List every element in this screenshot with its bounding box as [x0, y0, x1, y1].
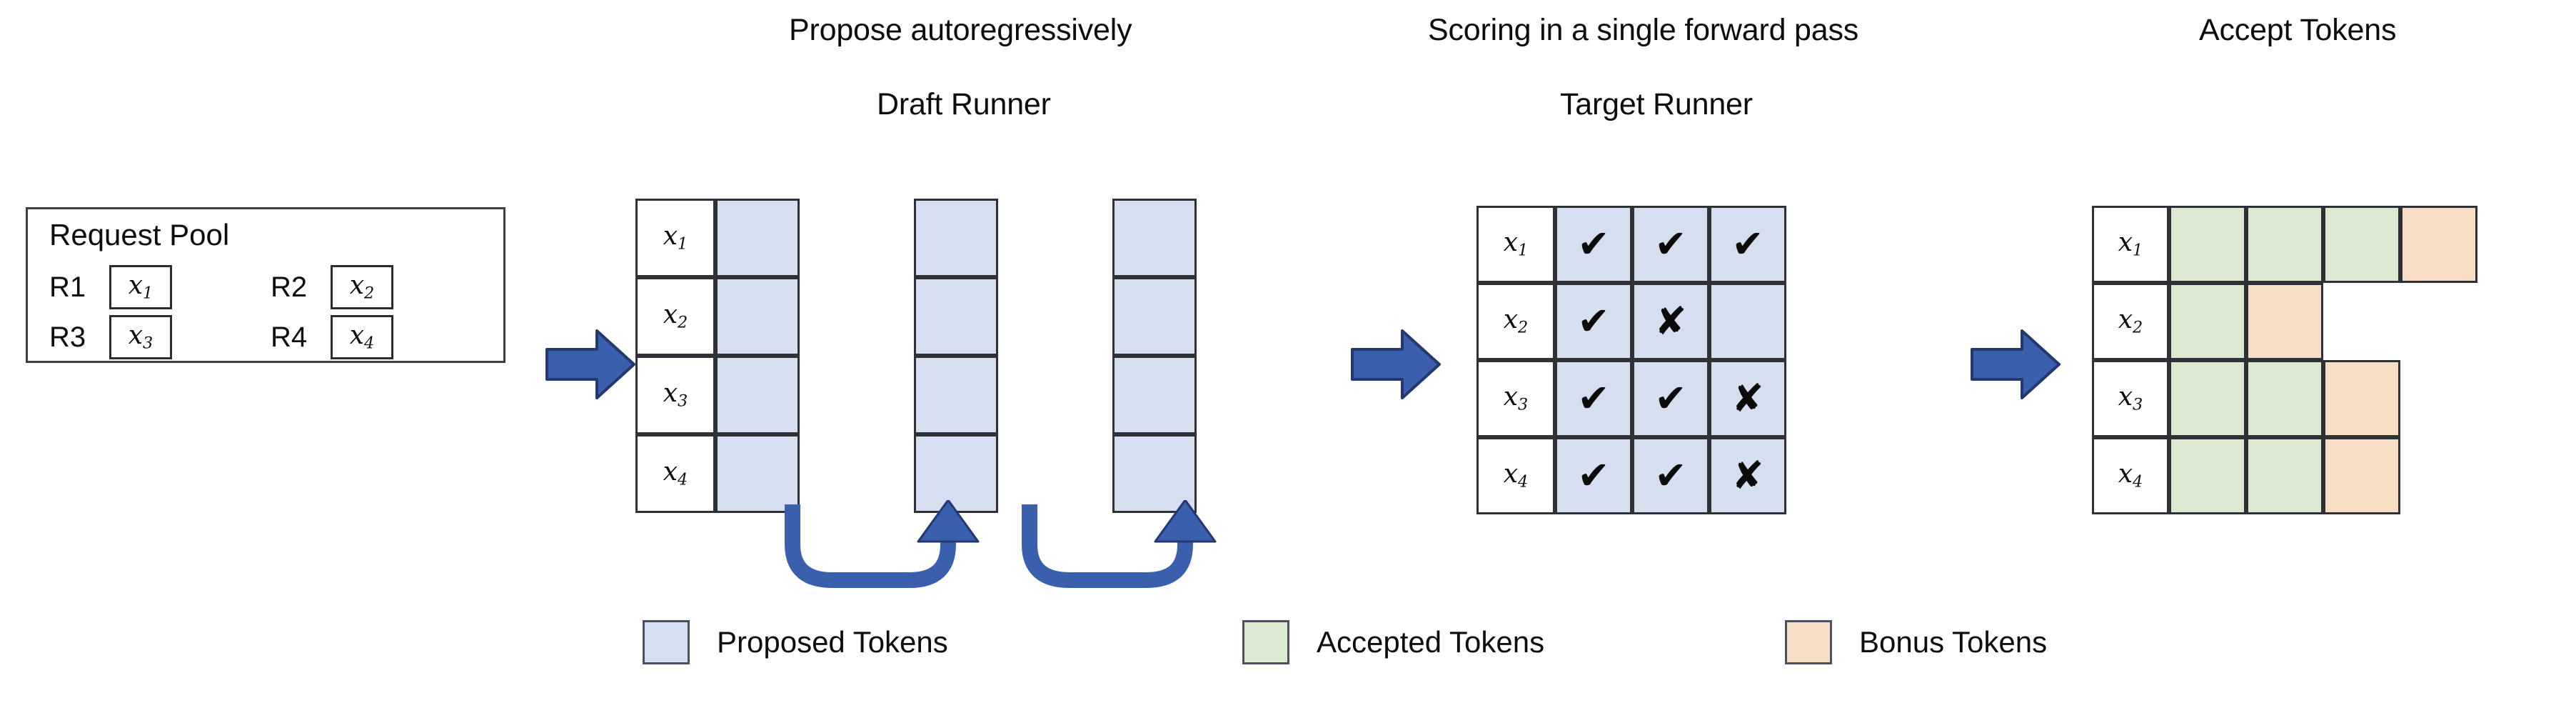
- draft-cell-s3-r1: [1112, 199, 1197, 277]
- target-cell-r4-c1: ✔: [1555, 437, 1632, 514]
- target-cell-r4-c2: ✔: [1632, 437, 1709, 514]
- legend-item-bonus: Bonus Tokens: [1785, 620, 2047, 664]
- draft-cell-s3-r2: [1112, 277, 1197, 356]
- legend-label-proposed: Proposed Tokens: [717, 625, 948, 659]
- check-icon: ✔: [1654, 453, 1687, 498]
- check-icon: ✔: [1577, 299, 1610, 344]
- legend-swatch-proposed: [643, 620, 690, 664]
- autoregressive-loop-arrows: [785, 500, 1217, 588]
- cross-icon: ✘: [1731, 453, 1764, 498]
- check-icon: ✔: [1577, 376, 1610, 421]
- draft-row-label-3: x3: [635, 356, 715, 434]
- draft-cell-s1-r3: [715, 356, 800, 434]
- check-icon: ✔: [1654, 221, 1687, 266]
- request-pool-panel: Request Pool R1 x1 R2 x2 R3 x3 R4 x4: [26, 207, 505, 363]
- target-runner-grid: x1 ✔ ✔ ✔ x2 ✔ ✘ x3 ✔ ✔ ✘ x4 ✔ ✔ ✘: [1476, 206, 1791, 520]
- draft-cell-s2-r4: [914, 434, 998, 513]
- accept-cell-r4-c2: [2246, 437, 2323, 514]
- caption-propose-autoregressively: Propose autoregressively: [789, 13, 1132, 47]
- draft-cell-s3-r4: [1112, 434, 1197, 513]
- request-row-r1: R1 x1: [49, 265, 172, 309]
- accept-row-label-1: x1: [2092, 206, 2169, 283]
- flow-arrow-target-to-accept: [1971, 329, 2061, 399]
- draft-cell-s1-r2: [715, 277, 800, 356]
- accept-cell-r2-c2-bonus: [2246, 283, 2323, 360]
- caption-target-runner: Target Runner: [1560, 87, 1753, 121]
- draft-row-label-2: x2: [635, 277, 715, 356]
- target-cell-r2-c1: ✔: [1555, 283, 1632, 360]
- target-row-label-4: x4: [1476, 437, 1555, 514]
- draft-cell-s1-r4: [715, 434, 800, 513]
- check-icon: ✔: [1577, 221, 1610, 266]
- draft-row-label-1: x1: [635, 199, 715, 277]
- legend-item-accepted: Accepted Tokens: [1242, 620, 1544, 664]
- request-token-r1: x1: [109, 265, 172, 309]
- target-cell-r3-c2: ✔: [1632, 360, 1709, 437]
- accept-row-label-2: x2: [2092, 283, 2169, 360]
- accept-tokens-grid: x1 x2 x3 x4: [2092, 206, 2520, 520]
- accept-cell-r2-c1: [2169, 283, 2246, 360]
- check-icon: ✔: [1731, 221, 1764, 266]
- target-cell-r1-c2: ✔: [1632, 206, 1709, 283]
- target-row-label-1: x1: [1476, 206, 1555, 283]
- caption-draft-runner: Draft Runner: [877, 87, 1051, 121]
- legend-swatch-accepted: [1242, 620, 1289, 664]
- target-cell-r1-c3: ✔: [1709, 206, 1786, 283]
- accept-cell-r1-c1: [2169, 206, 2246, 283]
- draft-cell-s2-r2: [914, 277, 998, 356]
- accept-row-label-4: x4: [2092, 437, 2169, 514]
- draft-row-label-4: x4: [635, 434, 715, 513]
- accept-cell-r3-c2: [2246, 360, 2323, 437]
- draft-cell-s3-r3: [1112, 356, 1197, 434]
- request-pool-title: Request Pool: [49, 218, 230, 251]
- legend: Proposed Tokens Accepted Tokens Bonus To…: [643, 616, 2142, 680]
- accept-cell-r1-c2: [2246, 206, 2323, 283]
- accept-cell-r1-c3: [2323, 206, 2400, 283]
- target-cell-r1-c1: ✔: [1555, 206, 1632, 283]
- request-row-r3: R3 x3: [49, 315, 172, 359]
- legend-swatch-bonus: [1785, 620, 1832, 664]
- draft-cell-s1-r1: [715, 199, 800, 277]
- request-label-r1: R1: [49, 271, 86, 303]
- request-token-r4: x4: [331, 315, 393, 359]
- legend-label-bonus: Bonus Tokens: [1859, 625, 2048, 659]
- accept-cell-r4-c3-bonus: [2323, 437, 2400, 514]
- request-token-r3: x3: [109, 315, 172, 359]
- caption-accept-tokens: Accept Tokens: [2199, 13, 2397, 47]
- legend-label-accepted: Accepted Tokens: [1317, 625, 1545, 659]
- target-cell-r2-c2: ✘: [1632, 283, 1709, 360]
- cross-icon: ✘: [1731, 376, 1764, 421]
- draft-cell-s2-r1: [914, 199, 998, 277]
- target-cell-r3-c3: ✘: [1709, 360, 1786, 437]
- request-row-r2: R2 x2: [271, 265, 393, 309]
- draft-cell-s2-r3: [914, 356, 998, 434]
- accept-cell-r4-c1: [2169, 437, 2246, 514]
- request-label-r4: R4: [271, 321, 308, 353]
- request-row-r4: R4 x4: [271, 315, 393, 359]
- accept-cell-r1-c4-bonus: [2400, 206, 2477, 283]
- check-icon: ✔: [1654, 376, 1687, 421]
- accept-cell-r3-c3-bonus: [2323, 360, 2400, 437]
- accept-row-label-3: x3: [2092, 360, 2169, 437]
- flow-arrow-pool-to-draft: [545, 329, 635, 399]
- legend-item-proposed: Proposed Tokens: [643, 620, 948, 664]
- target-row-label-2: x2: [1476, 283, 1555, 360]
- request-token-r2: x2: [331, 265, 393, 309]
- accept-cell-r3-c1: [2169, 360, 2246, 437]
- request-label-r2: R2: [271, 271, 308, 303]
- draft-runner-grid: x1 x2 x3 x4: [635, 199, 1285, 520]
- request-label-r3: R3: [49, 321, 86, 353]
- flow-arrow-draft-to-target: [1351, 329, 1441, 399]
- target-cell-r3-c1: ✔: [1555, 360, 1632, 437]
- caption-scoring-single-forward-pass: Scoring in a single forward pass: [1428, 13, 1859, 47]
- target-row-label-3: x3: [1476, 360, 1555, 437]
- target-cell-r2-c3: [1709, 283, 1786, 360]
- cross-icon: ✘: [1654, 299, 1687, 344]
- check-icon: ✔: [1577, 453, 1610, 498]
- target-cell-r4-c3: ✘: [1709, 437, 1786, 514]
